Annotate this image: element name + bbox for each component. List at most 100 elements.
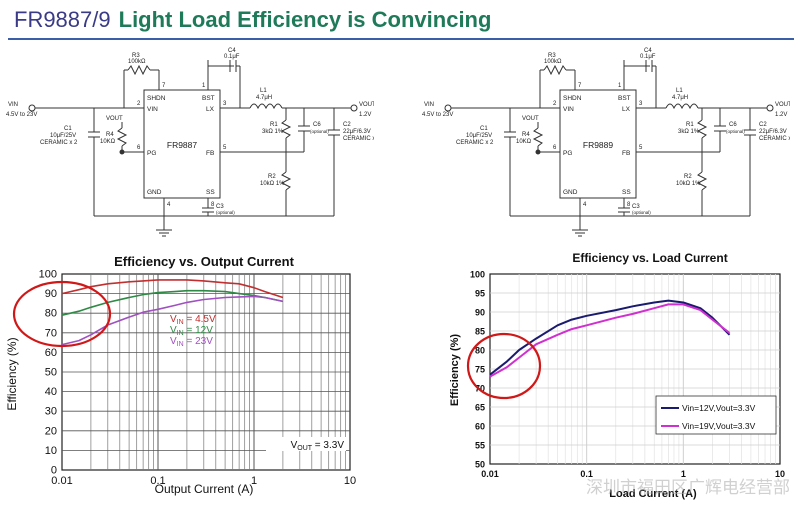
terminal-vin [445,105,451,111]
legend-entry-vin-23v: VIN = 23V [170,336,213,348]
y-tick-label: 50 [475,460,485,470]
c2-value: 22μF/6.3V [343,129,371,135]
vout-value-label: 1.2V [775,112,787,118]
resistor-r3 [544,66,566,74]
r4-label: R4 [106,132,114,138]
resistor-r3 [128,66,150,74]
pin-bst: BST [202,95,215,102]
resistor-r4 [118,128,126,146]
terminal-vout [767,105,773,111]
y-tick-label: 80 [45,308,57,320]
c4-value: 0.1μF [224,54,240,60]
vin-range-label: 4.5V to 23V [422,112,453,118]
vout-value-label: 1.2V [359,112,371,118]
c1-value: 10μF/25V [50,133,76,139]
resistor-r1 [698,120,706,138]
pin-ss: SS [206,189,215,196]
schematic-fr9887: VIN 4.5V to 23V VOUT 1.2V FR9887 SHDN BS… [4,44,374,244]
chip-label: FR9887 [167,140,198,150]
resistor-r1 [282,120,290,138]
c6-label: C6 [313,122,321,128]
pin-fb: FB [206,150,214,157]
pin-number: 7 [578,83,582,89]
r2-label: R2 [684,174,692,180]
pin-vin: VIN [147,106,158,113]
chip-label: FR9889 [583,140,614,150]
r1-label: R1 [686,122,694,128]
c2-note: CERAMIC x 2 [343,136,374,142]
pin-number: 6 [553,145,557,151]
r3-value: 100kΩ [544,59,562,65]
pin-vin: VIN [563,106,574,113]
l1-value: 4.7μH [256,95,272,101]
pin-shdn: SHDN [147,95,166,102]
pin-number: 7 [162,83,166,89]
legend: VIN = 4.5V VIN = 12V VIN = 23V [170,314,216,348]
pg-vout-label: VOUT [522,116,539,122]
y-tick-label: 65 [475,403,485,413]
c6-note: (optional) [310,129,329,134]
pin-bst: BST [618,95,631,102]
legend-entry-12v: Vin=12V,Vout=3.3V [682,403,756,413]
l1-label: L1 [676,88,683,94]
pin-number: 6 [137,145,141,151]
vout-label: VOUT [775,102,790,108]
schematic-fr9889: VIN 4.5V to 23V VOUT 1.2V FR9889 SHDN BS… [420,44,790,244]
y-tick-label: 10 [45,445,57,457]
y-tick-label: 85 [475,327,485,337]
c3-note: (optional) [632,210,651,215]
r1-label: R1 [270,122,278,128]
c1-label: C1 [480,126,488,132]
y-tick-label: 70 [45,327,57,339]
c6-note: (optional) [726,129,745,134]
pin-lx: LX [206,106,215,113]
chart-title: Efficiency vs. Output Current [114,254,295,269]
y-tick-label: 80 [475,346,485,356]
pin-number: 8 [627,202,631,208]
c4-value: 0.1μF [640,54,656,60]
pin-number: 5 [639,145,643,151]
r3-value: 100kΩ [128,59,146,65]
c6-label: C6 [729,122,737,128]
pin-number: 3 [639,101,643,107]
c1-note: CERAMIC x 2 [456,140,494,146]
pin-gnd: GND [147,189,162,196]
vin-label: VIN [424,102,434,108]
x-axis-label: Output Current (A) [155,482,254,496]
pin-lx: LX [622,106,631,113]
c2-label: C2 [759,122,767,128]
c1-label: C1 [64,126,72,132]
pin-gnd: GND [563,189,578,196]
pin-number: 4 [583,202,587,208]
r4-value: 10KΩ [100,139,116,145]
x-tick-label: 10 [344,475,356,487]
c2-value: 22μF/6.3V [759,129,787,135]
pin-number: 5 [223,145,227,151]
y-tick-label: 60 [45,347,57,359]
pin-number: 2 [553,101,557,107]
y-axis-label: Efficiency (%) [5,337,19,410]
pin-shdn: SHDN [563,95,582,102]
y-tick-label: 100 [470,270,485,280]
terminal-vout [351,105,357,111]
chart-title: Efficiency vs. Load Current [572,251,727,265]
y-tick-label: 40 [45,386,57,398]
pin-number: 2 [137,101,141,107]
r4-label: R4 [522,132,530,138]
l1-label: L1 [260,88,267,94]
c1-note: CERAMIC x 2 [40,140,78,146]
y-tick-label: 90 [45,288,57,300]
inductor-l1 [666,104,698,108]
y-tick-label: 50 [45,367,57,379]
y-tick-label: 20 [45,425,57,437]
pin-number: 1 [202,83,206,89]
part-number: FR9887/9 [14,7,111,32]
r1-value: 3kΩ 1% [262,129,284,135]
y-axis-label: Efficiency (%) [449,334,461,406]
r4-value: 10KΩ [516,139,532,145]
r2-value: 10kΩ 1% [676,181,701,187]
pg-node [536,150,540,154]
pg-node [120,150,124,154]
